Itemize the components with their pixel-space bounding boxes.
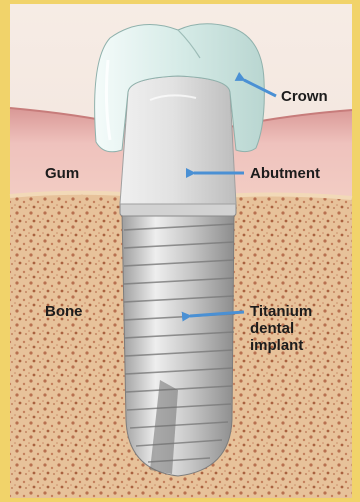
implant-label: Titanium dental implant <box>250 303 312 354</box>
gum-label: Gum <box>45 165 79 182</box>
implant-label-line2: dental <box>250 320 312 337</box>
implant-label-line1: Titanium <box>250 303 312 320</box>
abutment-label: Abutment <box>250 165 320 182</box>
implant-screw <box>122 212 234 476</box>
implant-label-line3: implant <box>250 337 312 354</box>
crown-label: Crown <box>281 88 328 105</box>
bone-label: Bone <box>45 303 83 320</box>
